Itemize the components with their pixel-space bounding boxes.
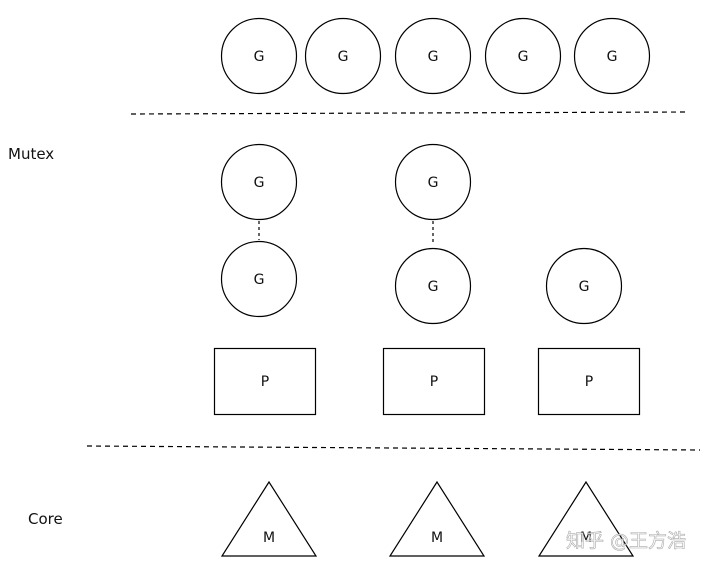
core-label: Core	[28, 510, 63, 528]
running-goroutine: G	[545, 247, 623, 325]
goroutine-label: G	[579, 279, 590, 295]
machine-triangle: M	[220, 480, 318, 557]
global-queue-goroutine: G	[484, 17, 562, 95]
running-goroutine: G	[394, 247, 472, 325]
bottom-dashed-separator	[86, 445, 701, 451]
global-queue-goroutine: G	[304, 17, 382, 95]
goroutine-label: G	[254, 49, 265, 65]
goroutine-label: G	[607, 49, 618, 65]
processor-label: P	[585, 374, 593, 390]
goroutine-label: G	[254, 272, 265, 288]
machine-label: M	[263, 530, 275, 546]
global-queue-goroutine: G	[394, 17, 472, 95]
goroutine-label: G	[254, 175, 265, 191]
processor-box: P	[382, 347, 486, 416]
watermark: 知乎 @王方浩	[566, 530, 686, 552]
mutex-label: Mutex	[8, 145, 54, 163]
top-dashed-separator	[130, 111, 689, 115]
running-goroutine: G	[220, 240, 298, 318]
global-queue-goroutine: G	[573, 17, 651, 95]
machine-label: M	[431, 530, 443, 546]
machine-label: M	[580, 530, 592, 546]
goroutine-label: G	[428, 175, 439, 191]
global-queue-goroutine: G	[220, 17, 298, 95]
machine-triangle: M	[537, 480, 635, 557]
goroutine-label: G	[338, 49, 349, 65]
machine-triangle: M	[388, 480, 486, 557]
goroutine-label: G	[428, 49, 439, 65]
processor-box: P	[537, 347, 641, 416]
goroutine-label: G	[428, 279, 439, 295]
local-queue-goroutine: G	[220, 143, 298, 221]
local-queue-goroutine: G	[394, 143, 472, 221]
goroutine-label: G	[518, 49, 529, 65]
processor-label: P	[430, 374, 438, 390]
processor-label: P	[261, 374, 269, 390]
processor-box: P	[213, 347, 317, 416]
